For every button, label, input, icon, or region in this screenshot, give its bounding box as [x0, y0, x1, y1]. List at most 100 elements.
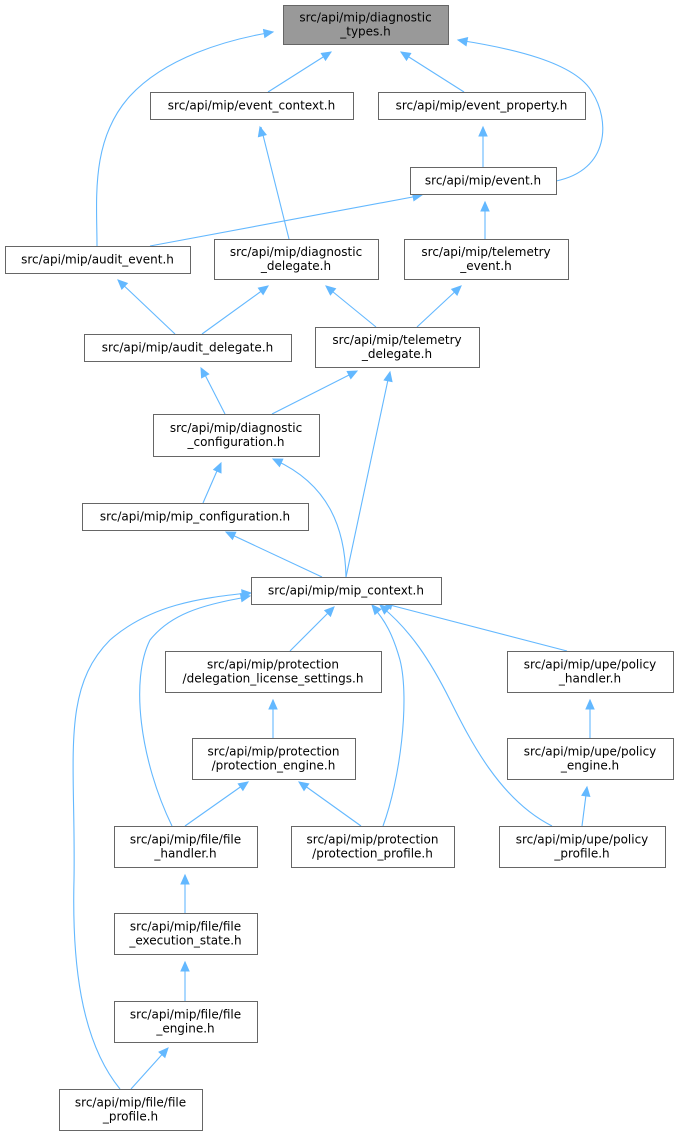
nodes-layer: src/api/mip/diagnostic_types.hsrc/api/mi…	[5, 5, 674, 1131]
edge-line	[130, 1048, 168, 1090]
node-label: _delegate.h	[361, 347, 432, 361]
arrow-head	[371, 604, 382, 616]
edge-event-to-diagnostic_types	[456, 37, 604, 182]
node-box	[114, 1001, 258, 1043]
edge-policy_profile-to-mip_context	[379, 604, 553, 827]
node-box	[378, 92, 586, 120]
arrow-head	[117, 279, 129, 291]
node-mip_context[interactable]: src/api/mip/mip_context.h	[251, 577, 442, 605]
node-label: _profile.h	[553, 847, 609, 861]
node-telemetry_delegate[interactable]: src/api/mip/telemetry_delegate.h	[315, 327, 480, 368]
node-box	[150, 92, 354, 120]
node-label: _event.h	[459, 259, 512, 273]
node-diagnostic_types[interactable]: src/api/mip/diagnostic_types.h	[283, 5, 449, 45]
edge-policy_profile-to-policy_engine	[581, 785, 591, 827]
arrow-head	[480, 200, 490, 212]
edge-line	[300, 782, 362, 827]
node-label: /protection_profile.h	[312, 847, 433, 861]
node-box	[59, 1089, 203, 1131]
node-policy_profile[interactable]: src/api/mip/upe/policy_profile.h	[499, 826, 666, 868]
edge-line	[227, 532, 323, 578]
node-policy_handler[interactable]: src/api/mip/upe/policy_handler.h	[507, 651, 674, 693]
arrow-head	[298, 781, 310, 792]
node-event_property[interactable]: src/api/mip/event_property.h	[378, 92, 586, 120]
node-box	[291, 826, 455, 868]
edge-file_handler-to-protection_engine	[184, 781, 250, 827]
node-event_context[interactable]: src/api/mip/event_context.h	[150, 92, 354, 120]
edge-file_profile-to-file_engine	[130, 1047, 169, 1090]
node-label: _handler.h	[153, 847, 216, 861]
node-box	[214, 239, 379, 280]
node-box	[114, 826, 258, 868]
arrow-head	[180, 873, 190, 885]
node-audit_delegate[interactable]: src/api/mip/audit_delegate.h	[84, 334, 292, 362]
arrow-head	[241, 589, 253, 599]
node-box	[114, 913, 258, 955]
edge-line	[289, 607, 334, 652]
arrow-head	[180, 960, 190, 972]
node-diagnostic_configuration[interactable]: src/api/mip/diagnostic_configuration.h	[153, 414, 320, 457]
node-telemetry_event[interactable]: src/api/mip/telemetry_event.h	[404, 239, 569, 280]
node-box	[283, 5, 449, 45]
arrow-head	[212, 461, 222, 474]
edge-line	[267, 51, 332, 93]
node-label: src/api/mip/upe/policy	[516, 833, 649, 847]
node-mip_configuration[interactable]: src/api/mip/mip_configuration.h	[82, 503, 309, 531]
node-label: _handler.h	[558, 672, 621, 686]
node-label: _types.h	[339, 25, 390, 39]
node-delegation_license_settings[interactable]: src/api/mip/protection/delegation_licens…	[165, 651, 382, 693]
node-label: src/api/mip/protection	[307, 833, 439, 847]
edge-delegation_license_settings-to-mip_context	[289, 606, 335, 652]
node-protection_profile[interactable]: src/api/mip/protection/protection_profil…	[291, 826, 455, 868]
node-file_profile[interactable]: src/api/mip/file/file_profile.h	[59, 1089, 203, 1131]
edge-line	[400, 51, 465, 93]
edge-line	[372, 606, 405, 827]
node-label: src/api/mip/upe/policy	[524, 745, 657, 759]
arrow-head	[383, 370, 393, 383]
node-audit_event[interactable]: src/api/mip/audit_event.h	[5, 246, 191, 274]
edge-line	[95, 31, 274, 247]
node-label: src/api/mip/mip_configuration.h	[100, 510, 290, 524]
node-label: src/api/mip/audit_event.h	[21, 253, 174, 267]
node-file_handler[interactable]: src/api/mip/file/file_handler.h	[114, 826, 258, 868]
node-protection_engine[interactable]: src/api/mip/protection/protection_engine…	[192, 738, 356, 780]
node-label: src/api/mip/diagnostic	[230, 245, 362, 259]
node-box	[165, 651, 382, 693]
node-file_execution_state[interactable]: src/api/mip/file/file_execution_state.h	[114, 913, 258, 955]
edge-audit_delegate-to-audit_event	[117, 279, 176, 335]
node-label: /protection_engine.h	[212, 759, 336, 773]
arrow-head	[325, 285, 337, 296]
edge-file_execution_state-to-file_handler	[180, 873, 190, 913]
node-label: _engine.h	[155, 1022, 214, 1036]
edge-line	[457, 39, 604, 182]
node-label: _execution_state.h	[128, 934, 241, 948]
arrow-head	[585, 698, 595, 710]
arrow-head	[200, 366, 210, 379]
node-label: src/api/mip/event.h	[425, 174, 541, 188]
node-label: src/api/mip/file/file	[130, 920, 241, 934]
edge-line	[345, 374, 390, 578]
node-label: /delegation_license_settings.h	[183, 672, 364, 686]
edge-audit_event-to-event	[149, 192, 424, 247]
node-box	[153, 414, 320, 457]
edge-mip_context-to-telemetry_delegate	[345, 370, 393, 578]
edge-line	[201, 368, 226, 415]
arrow-head	[581, 785, 591, 797]
node-file_engine[interactable]: src/api/mip/file/file_engine.h	[114, 1001, 258, 1043]
edge-line	[117, 279, 176, 335]
edge-line	[260, 126, 290, 240]
arrow-head	[450, 285, 462, 297]
edge-diagnostic_delegate-to-event_context	[257, 125, 290, 240]
node-label: _profile.h	[102, 1110, 158, 1124]
edge-event-to-event_property	[478, 125, 488, 167]
node-label: src/api/mip/mip_context.h	[268, 584, 424, 598]
node-label: src/api/mip/file/file	[75, 1096, 186, 1110]
edge-mip_context-to-mip_configuration	[224, 531, 323, 578]
node-event[interactable]: src/api/mip/event.h	[410, 167, 557, 195]
arrow-head	[379, 604, 391, 615]
node-diagnostic_delegate[interactable]: src/api/mip/diagnostic_delegate.h	[214, 239, 379, 280]
node-policy_engine[interactable]: src/api/mip/upe/policy_engine.h	[507, 738, 674, 780]
node-label: src/api/mip/file/file	[130, 1008, 241, 1022]
edge-line	[139, 596, 248, 827]
edge-diagnostic_configuration-to-audit_delegate	[200, 366, 226, 415]
